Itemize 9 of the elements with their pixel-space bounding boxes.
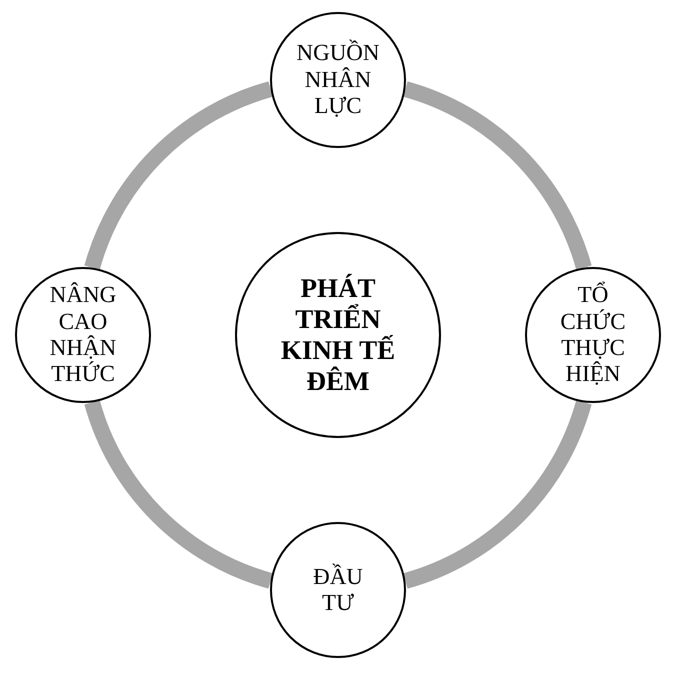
- node-label: ĐẦU TƯ: [313, 564, 363, 615]
- node-label: NGUỒN NHÂN LỰC: [296, 40, 380, 118]
- ring-connector: [84, 400, 274, 588]
- ring-connector: [402, 82, 592, 270]
- node-label: PHÁT TRIỂN KINH TẾ ĐÊM: [280, 272, 396, 396]
- ring-connector: [402, 400, 592, 588]
- node-label: TỔ CHỨC THỰC HIỆN: [560, 282, 626, 386]
- ring-connector: [84, 82, 274, 270]
- node-label: NÂNG CAO NHẬN THỨC: [50, 282, 116, 386]
